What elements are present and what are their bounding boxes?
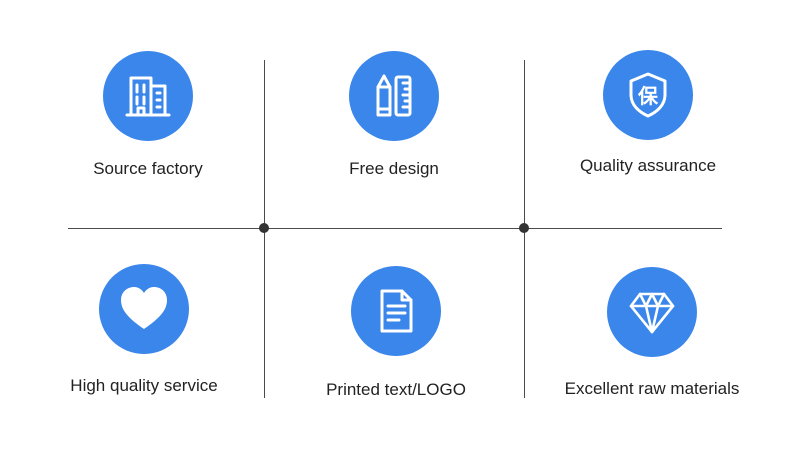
feature-quality-assurance: 保 Quality assurance	[548, 50, 748, 176]
feature-source-factory: Source factory	[48, 51, 248, 179]
feature-label: Free design	[349, 159, 439, 178]
feature-icon-circle	[99, 264, 189, 354]
feature-label: Source factory	[93, 159, 203, 178]
feature-icon-circle: 保	[603, 50, 693, 140]
pencil-ruler-icon	[367, 69, 421, 123]
shield-bao-icon: 保	[621, 68, 675, 122]
divider-junction-dot	[259, 223, 269, 233]
feature-label: Excellent raw materials	[564, 379, 740, 398]
feature-free-design: Free design	[294, 51, 494, 179]
shield-glyph: 保	[637, 84, 659, 108]
feature-label: Printed text/LOGO	[326, 380, 466, 399]
horizontal-divider	[68, 228, 722, 229]
building-icon	[121, 69, 175, 123]
feature-icon-circle	[103, 51, 193, 141]
feature-icon-circle	[351, 266, 441, 356]
feature-label: Quality assurance	[579, 156, 717, 175]
diamond-icon	[625, 285, 679, 339]
feature-high-quality-service: High quality service	[44, 264, 244, 396]
document-icon	[369, 284, 423, 338]
divider-junction-dot	[519, 223, 529, 233]
feature-printed-text-logo: Printed text/LOGO	[296, 266, 496, 400]
heart-icon	[116, 281, 172, 337]
feature-label: High quality service	[70, 376, 218, 395]
feature-icon-circle	[607, 267, 697, 357]
feature-icon-circle	[349, 51, 439, 141]
feature-excellent-raw-materials: Excellent raw materials	[552, 267, 752, 399]
